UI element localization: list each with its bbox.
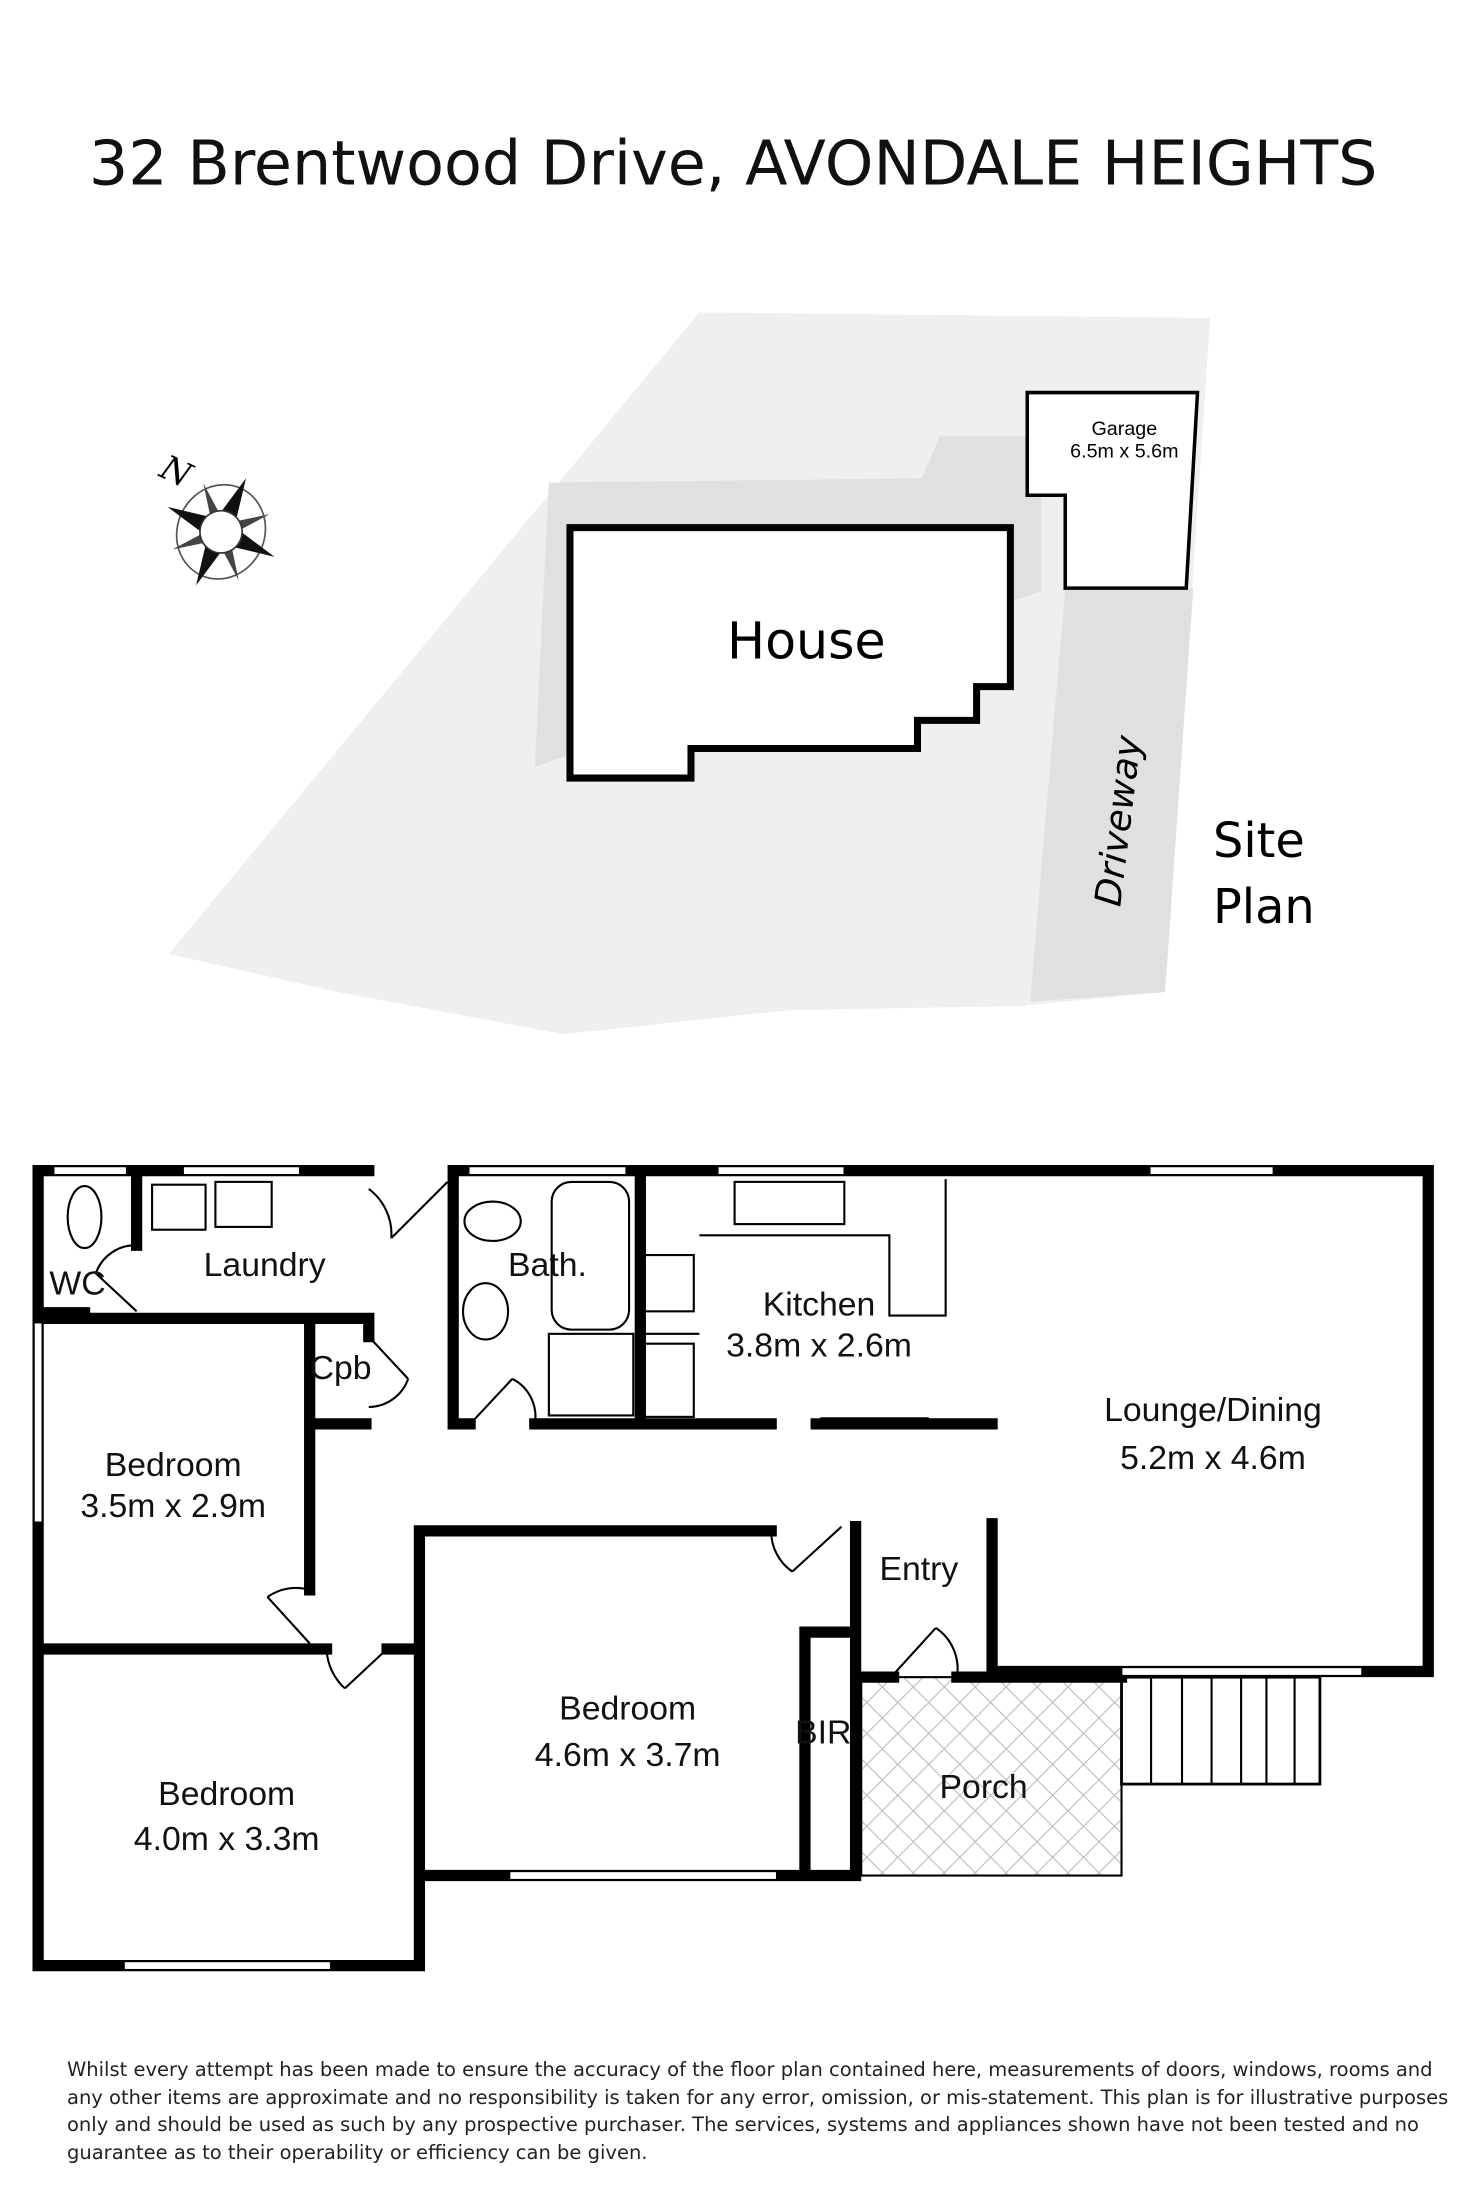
disclaimer-line: any other items are approximate and no r… — [67, 2085, 1449, 2109]
disclaimer-line: Whilst every attempt has been made to en… — [67, 2058, 1433, 2081]
disclaimer-line: only and should be used as such by any p… — [67, 2113, 1419, 2136]
house-label: House — [727, 611, 886, 670]
site-plan-heading-2: Plan — [1213, 880, 1315, 935]
room-lounge-size: 5.2m x 4.6m — [1120, 1439, 1306, 1477]
house-outline — [566, 524, 1014, 782]
laundry-sink-icon — [214, 1180, 273, 1228]
shower-icon — [547, 1332, 635, 1417]
site-plan-heading: Site — [1213, 814, 1305, 869]
compass-rose-icon — [167, 478, 275, 586]
room-porch: Porch — [940, 1768, 1028, 1806]
basin-icon — [461, 1282, 510, 1341]
compass-north-label: N — [153, 447, 198, 496]
porch-steps — [1120, 1675, 1322, 1786]
doors — [94, 1181, 959, 1690]
page-title: 32 Brentwood Drive, AVONDALE HEIGHTS — [89, 127, 1378, 199]
room-wc: WC — [49, 1264, 105, 1302]
room-bedroom-1-size: 3.5m x 2.9m — [80, 1487, 266, 1525]
room-labels: WC Laundry Bath. Kitchen 3.8m x 2.6m Lou… — [49, 1246, 1321, 1858]
garage-label: Garage — [1091, 418, 1157, 440]
room-bedroom-3-size: 4.0m x 3.3m — [134, 1820, 320, 1858]
washing-machine-icon — [151, 1183, 207, 1231]
room-bedroom-1: Bedroom — [105, 1446, 242, 1484]
disclaimer-text: Whilst every attempt has been made to en… — [67, 2056, 1449, 2166]
room-laundry: Laundry — [204, 1246, 326, 1284]
room-bath: Bath. — [508, 1246, 587, 1284]
fridge-icon — [643, 1342, 695, 1418]
driveway — [1030, 588, 1194, 1002]
room-bir: BIR — [795, 1713, 851, 1751]
fixtures — [66, 1179, 995, 1425]
room-bedroom-3: Bedroom — [158, 1775, 295, 1813]
room-bedroom-2-size: 4.6m x 3.7m — [535, 1736, 721, 1774]
kitchen-sink-icon — [733, 1180, 846, 1226]
disclaimer-line: guarantee as to their operability or eff… — [67, 2140, 648, 2164]
floor-plan: WC Laundry Bath. Kitchen 3.8m x 2.6m Lou… — [32, 1165, 1434, 1972]
kitchen-bench — [640, 1179, 947, 1335]
site-plan: House Garage 6.5m x 5.6m Driveway Site P… — [153, 312, 1315, 1035]
room-bedroom-2: Bedroom — [559, 1689, 696, 1727]
windows — [33, 1165, 1363, 1971]
room-lounge: Lounge/Dining — [1104, 1391, 1322, 1429]
room-cpb: Cpb — [310, 1349, 372, 1387]
garage-size: 6.5m x 5.6m — [1070, 440, 1178, 462]
room-kitchen: Kitchen — [763, 1286, 876, 1324]
room-entry: Entry — [880, 1550, 959, 1588]
cooktop-icon — [643, 1253, 695, 1313]
bathtub-icon — [550, 1180, 631, 1331]
room-kitchen-size: 3.8m x 2.6m — [726, 1326, 912, 1364]
sliding-door — [820, 1417, 995, 1425]
garage-outline — [1025, 390, 1200, 590]
bath-toilet-icon — [463, 1200, 522, 1243]
toilet-icon — [66, 1185, 103, 1250]
